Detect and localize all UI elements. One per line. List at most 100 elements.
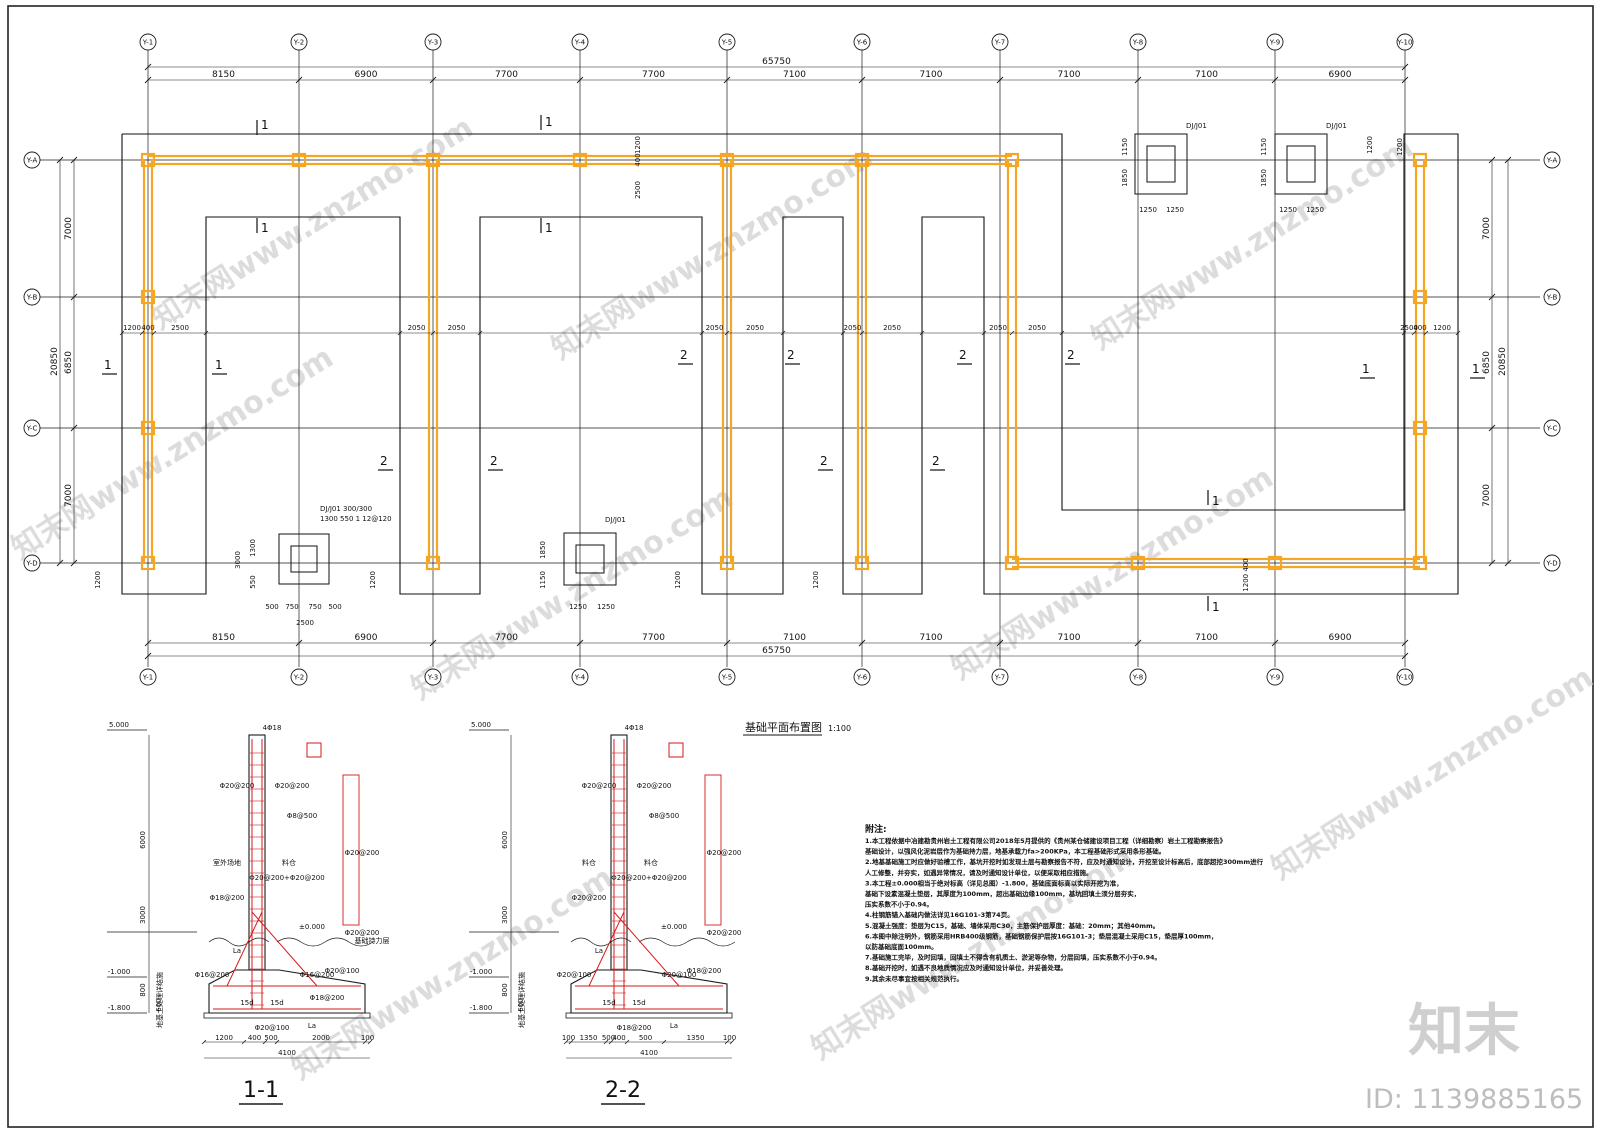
svg-text:2: 2 xyxy=(1067,348,1075,362)
watermark-layer: 知末网www.znzmo.com 知末网www.znzmo.com 知末网www… xyxy=(6,110,1600,1087)
axis-bubble xyxy=(23,151,41,169)
rebar-label: Φ20@100 xyxy=(255,1024,290,1032)
section-1-1: 5.000-1.000-1.800±0.000600030008006004Φ1… xyxy=(107,721,390,1105)
misc-dim: 1200 xyxy=(94,571,102,589)
rebar-label: Φ16@200 xyxy=(195,971,230,979)
dim-tick xyxy=(119,330,125,336)
dim-tick xyxy=(563,1039,569,1045)
column xyxy=(140,152,156,168)
svg-text:1: 1 xyxy=(1362,362,1370,376)
footing-label: DJ/J01 xyxy=(1326,122,1347,130)
dim-tick xyxy=(1423,330,1429,336)
axis-label: Y-4 xyxy=(574,674,586,682)
axis-label: Y-3 xyxy=(427,674,438,682)
axis-bubble xyxy=(718,668,736,686)
dim-tick xyxy=(70,293,78,301)
note-line: 以防基础底面100mm。 xyxy=(865,942,938,951)
wall-dim-text: 2050 xyxy=(448,324,466,332)
footing-dim: 550 xyxy=(249,575,257,588)
axis-bubble xyxy=(991,33,1009,51)
dim-tick xyxy=(1134,639,1142,647)
svg-text:1: 1 xyxy=(545,221,553,235)
axis-bubble xyxy=(853,668,871,686)
rebar-anchor-label: 15d xyxy=(270,999,283,1007)
axis-label: Y-7 xyxy=(994,39,1005,47)
dim-tick xyxy=(858,76,866,84)
section-mark-labels: 1 1 1 1 2 2 2 2 2 2 2 2 1 1 1 1 1 1 xyxy=(104,115,1480,614)
axis-bubble xyxy=(1266,33,1284,51)
rebar-label: Φ20@200 xyxy=(572,894,607,902)
axis-label: Y-C xyxy=(1546,425,1558,433)
rebar-label: Φ20@200 xyxy=(345,849,380,857)
column xyxy=(1004,555,1020,571)
column xyxy=(140,289,156,305)
axis-label: Y-10 xyxy=(1397,39,1413,47)
dim-tick xyxy=(1488,424,1496,432)
axis-bubble xyxy=(23,288,41,306)
dim-tick xyxy=(70,424,78,432)
dim-tick xyxy=(56,156,64,164)
column xyxy=(719,555,735,571)
dim-tick xyxy=(981,330,987,336)
dim-tick xyxy=(576,639,584,647)
wall-dim-text: 2500 xyxy=(171,324,189,332)
bottom-span-text: 7100 xyxy=(1195,633,1218,643)
misc-dim: 1200 400 xyxy=(1242,558,1250,591)
rebar-label: Φ20@200 xyxy=(345,929,380,937)
dim-tick xyxy=(1504,156,1512,164)
wall-dim-text: 2050 xyxy=(408,324,426,332)
rebar-callout xyxy=(342,774,360,926)
rebar xyxy=(226,911,263,987)
column xyxy=(1412,555,1428,571)
rebar-anchor-label: La xyxy=(595,947,603,955)
axis-bubble xyxy=(424,33,442,51)
watermark-text: 知末网www.znzmo.com xyxy=(1086,130,1420,357)
footing-dim: 1300 xyxy=(249,539,257,557)
dim-tick xyxy=(70,156,78,164)
top-span-text: 8150 xyxy=(212,70,235,80)
svg-text:2: 2 xyxy=(490,454,498,468)
bottom-dim-text: 500 xyxy=(639,1034,652,1042)
dim-tick xyxy=(139,330,145,336)
footing-label: DJ/J01 xyxy=(605,516,626,524)
elevation-label: 5.000 xyxy=(471,721,491,729)
misc-dim: 1250 xyxy=(1279,206,1297,214)
svg-text:2: 2 xyxy=(787,348,795,362)
rebar-label: Φ20@200 xyxy=(220,782,255,790)
column xyxy=(719,152,735,168)
wall-dim-text: 400 xyxy=(141,324,154,332)
dim-tick xyxy=(1401,76,1409,84)
footing-dim: 2500 xyxy=(296,619,314,627)
note-line: 5.混凝土强度：垫层为C15，基础、墙体采用C30，主筋保护层厚度：基础：20m… xyxy=(865,921,1159,930)
rebar-anchor-label: 15d xyxy=(240,999,253,1007)
bottom-dim-text: 1350 xyxy=(580,1034,598,1042)
left-total-text: 20850 xyxy=(50,347,60,376)
wall-dim-text: 2050 xyxy=(706,324,724,332)
rebar xyxy=(251,911,318,987)
wall-dim-text: 400 xyxy=(1413,324,1426,332)
left-dim-text: 7000 xyxy=(64,484,74,507)
axis-label: Y-D xyxy=(25,560,37,568)
axis-bubble xyxy=(571,33,589,51)
rebar-label: 4Φ18 xyxy=(625,724,644,732)
axis-label: Y-9 xyxy=(1269,674,1280,682)
axis-bubble xyxy=(1396,668,1414,686)
misc-dim: 1250 xyxy=(1166,206,1184,214)
height-dim-text: 600 xyxy=(517,998,525,1011)
rebar-callout xyxy=(306,742,322,758)
dim-tick xyxy=(568,1039,574,1045)
rebar-anchor-label: 15d xyxy=(602,999,615,1007)
axis-bubble xyxy=(571,668,589,686)
footing-note: 1300 550 1 12@120 xyxy=(320,515,392,523)
dim-tick xyxy=(576,76,584,84)
dim-tick xyxy=(729,1039,735,1045)
rebar-label: Φ20@100 xyxy=(662,971,697,979)
axis-label: Y-1 xyxy=(142,674,153,682)
soil-line xyxy=(208,937,270,947)
dim-tick xyxy=(723,639,731,647)
rebar-label: Φ20@200 xyxy=(707,849,742,857)
axis-bubble xyxy=(1396,33,1414,51)
rebar-label: Φ16@200 xyxy=(300,971,335,979)
dim-tick xyxy=(858,639,866,647)
footing-outline xyxy=(121,133,1459,595)
